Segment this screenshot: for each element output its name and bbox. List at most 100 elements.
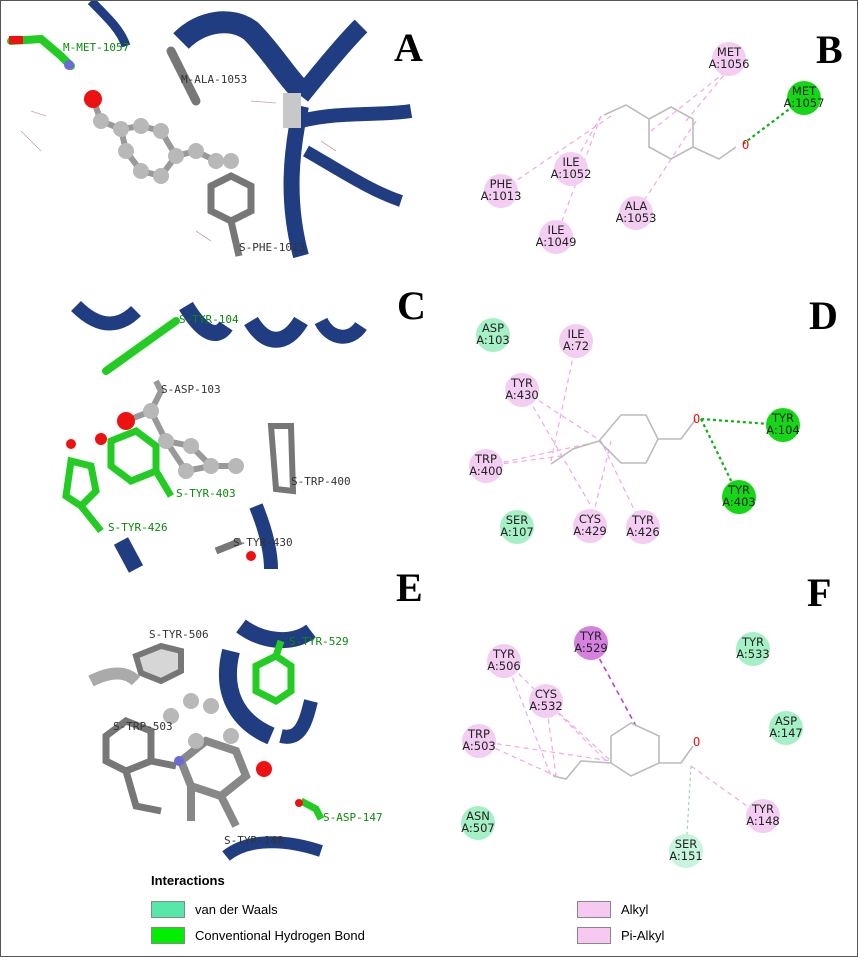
residue-id: A:532	[529, 699, 563, 713]
legend-label-pialkyl: Pi-Alkyl	[621, 927, 665, 943]
residue-met1056	[712, 42, 746, 76]
residue-ser107	[500, 510, 534, 544]
label-tyr506: S-TYR-506	[149, 628, 209, 641]
panel-d-oxygen: O	[693, 412, 700, 426]
residue-id: A:507	[461, 821, 495, 835]
ribbon-c2	[179, 301, 233, 341]
ligand-a-atoms	[93, 113, 239, 184]
label-tyr430: S-TYR-430	[233, 536, 293, 549]
label-asp103: S-ASP-103	[161, 383, 221, 396]
ribbon-e2	[218, 648, 275, 745]
panel-letter-b: B	[816, 27, 843, 72]
phe1013-ring	[207, 172, 255, 225]
residue-name: CYS	[579, 512, 601, 526]
tyr506-ring	[132, 642, 184, 685]
ligand-c-oxygen	[117, 412, 135, 430]
label-trp503: S-TRP-503	[113, 720, 173, 733]
panel-letter-f: F	[807, 570, 831, 615]
ligand-e-ring	[176, 736, 251, 828]
legend-item-pialkyl: Pi-Alkyl	[577, 926, 664, 944]
residue-name: TYR	[510, 376, 533, 390]
panel-f-oxygen: O	[693, 735, 700, 749]
residue-asp147	[769, 711, 803, 745]
ribbon-e4	[222, 836, 323, 861]
panel-f-pialkyl-line	[590, 642, 637, 727]
residue-id: A:1052	[551, 167, 592, 181]
panel-b-2d-map: O MET A:1056 MET A:1057 ILE A:1052 PHE A…	[481, 27, 843, 254]
ribbon-a2	[173, 11, 309, 99]
ribbon-a5	[299, 104, 413, 128]
panel-d-2d-map: O ASP A:103 ILE A:72 TYR A:430 TYR A:104…	[469, 293, 838, 544]
residue-asp103	[476, 318, 510, 352]
ala1053-stick	[166, 46, 201, 106]
label-tyr104: S-TYR-104	[179, 313, 239, 326]
residue-phe1013	[484, 174, 518, 208]
ribbon-c3	[244, 316, 308, 348]
residue-id: A:103	[476, 333, 510, 347]
residue-id: A:426	[626, 525, 660, 539]
ribbon-c6	[249, 503, 278, 570]
legend-swatch-pialkyl	[577, 926, 611, 944]
residue-name: SER	[675, 837, 698, 851]
trp503-sticks	[102, 717, 177, 815]
label-tyr529: S-TYR-529	[289, 635, 349, 648]
legend-swatch-hbond	[151, 926, 185, 944]
tyr403-oxygen	[95, 433, 107, 445]
tyr529-ring	[252, 651, 295, 706]
thin-lines-a	[20, 100, 337, 242]
legend-label-hbond: Conventional Hydrogen Bond	[195, 927, 365, 943]
residue-tyr430	[505, 373, 539, 407]
panel-letter-d: D	[809, 293, 838, 338]
ligand-c-atoms	[143, 403, 244, 479]
legend-title: Interactions	[151, 873, 225, 888]
label-tyr426: S-TYR-426	[108, 521, 168, 534]
panel-letter-e: E	[396, 565, 423, 610]
residue-tyr426	[626, 510, 660, 544]
legend-label-vdw: van der Waals	[195, 901, 278, 917]
label-asp147: S-ASP-147	[323, 811, 383, 824]
interactions-legend: Interactions van der Waals Conventional …	[151, 873, 751, 953]
residue-name: PHE	[490, 177, 513, 191]
residue-name: TYR	[727, 483, 750, 497]
residue-name: TYR	[631, 513, 654, 527]
residue-name: ASP	[775, 714, 797, 728]
residue-id: A:400	[469, 464, 503, 478]
tyr529-stick	[272, 639, 285, 658]
residue-name: MET	[792, 84, 817, 98]
label-tyr403: S-TYR-403	[176, 487, 236, 500]
label-ala1053: M-ALA-1053	[181, 73, 247, 86]
ribbon-e1	[236, 619, 316, 649]
residue-met1057	[787, 81, 821, 115]
legend-swatch-vdw	[151, 900, 185, 918]
residue-id: A:1057	[784, 96, 825, 110]
ribbon-e3	[279, 699, 318, 744]
residue-id: A:403	[722, 495, 756, 509]
residue-id: A:1053	[616, 211, 657, 225]
residue-id: A:107	[500, 525, 534, 539]
panel-f-residues: TYR A:529 TYR A:533 TYR A:506 CYS A:532 …	[461, 626, 803, 868]
residue-tyr403	[722, 480, 756, 514]
residue-id: A:72	[563, 339, 589, 353]
residue-name: SER	[506, 513, 529, 527]
tyr430-oxygen	[246, 551, 256, 561]
residue-name: ASN	[466, 809, 490, 823]
residue-id: A:151	[669, 849, 703, 863]
residue-id: A:147	[769, 726, 803, 740]
tyr403-stick	[152, 469, 175, 498]
residue-name: TRP	[467, 727, 490, 741]
panel-f-vdw-line	[685, 765, 692, 852]
panel-f-ligand	[552, 722, 694, 780]
residue-tyr148	[746, 799, 780, 833]
residue-ile72	[559, 324, 593, 358]
panel-b-residues: MET A:1056 MET A:1057 ILE A:1052 PHE A:1…	[481, 42, 825, 254]
residue-tyr104	[766, 408, 800, 442]
panel-d-alkyl-lines	[485, 342, 642, 525]
ribbon-a4	[283, 104, 309, 259]
tyr104-stick	[102, 317, 180, 375]
ribbon-c4	[314, 317, 367, 344]
legend-item-hbond: Conventional Hydrogen Bond	[151, 926, 365, 944]
residue-name: TYR	[579, 629, 602, 643]
residue-name: MET	[717, 45, 742, 59]
panel-letter-a: A	[394, 25, 423, 70]
